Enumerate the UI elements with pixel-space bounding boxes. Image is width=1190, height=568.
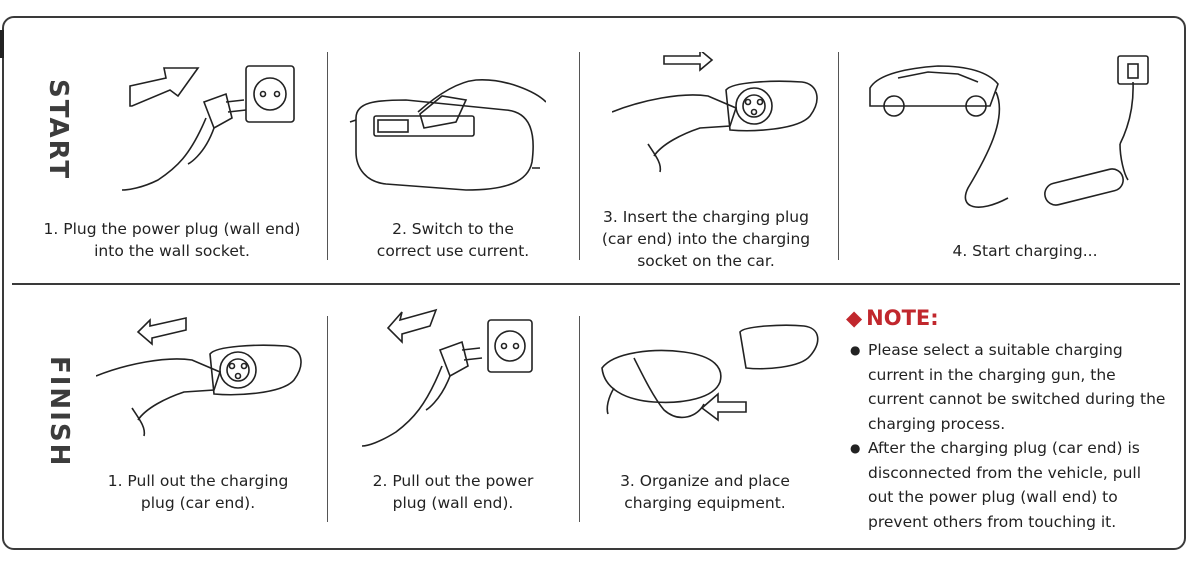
column-divider [327,316,328,522]
start-step-1-caption: 1. Plug the power plug (wall end) into t… [30,218,314,262]
caption-line: 2. Pull out the power [372,472,534,490]
note-list: ● Please select a suitable charging curre… [848,338,1168,534]
side-tab [0,30,4,58]
caption-line: correct use current. [376,242,530,260]
start-step-4-caption: 4. Start charging... [900,240,1150,262]
finish-step-2-caption: 2. Pull out the power plug (wall end). [340,470,566,514]
caption-line: socket on the car. [637,252,775,270]
note-title-text: NOTE: [866,306,939,330]
note-item-text: Please select a suitable charging curren… [868,341,1166,433]
caption-line: 1. Pull out the charging [107,472,289,490]
caption-line: 2. Switch to the [392,220,514,238]
finish-step-1-caption: 1. Pull out the charging plug (car end). [80,470,316,514]
column-divider [579,316,580,522]
bullet-icon: ● [850,343,861,357]
start-step-3-caption: 3. Insert the charging plug (car end) in… [588,206,824,272]
switch-current-illustration [346,72,546,200]
note-item-text: After the charging plug (car end) is dis… [868,439,1142,531]
bullet-icon: ● [850,441,861,455]
plug-into-socket-illustration [118,56,308,196]
start-step-2-caption: 2. Switch to the correct use current. [340,218,566,262]
start-charging-illustration [858,48,1170,216]
insert-car-plug-illustration [612,52,824,178]
caption-line: (car end) into the charging [601,230,811,248]
caption-line: 4. Start charging... [952,242,1098,260]
finish-label: FINISH [44,356,74,468]
note-title: ◆NOTE: [846,306,939,330]
start-label: START [43,79,73,181]
caption-line: into the wall socket. [94,242,250,260]
organize-equipment-illustration [594,318,824,428]
pull-car-plug-illustration [96,314,308,440]
column-divider [579,52,580,260]
caption-line: plug (wall end). [392,494,514,512]
column-divider [327,52,328,260]
instruction-frame [2,16,1186,550]
pull-wall-plug-illustration [360,306,540,456]
caption-line: charging equipment. [624,494,786,512]
diamond-icon: ◆ [846,306,863,330]
column-divider [838,52,839,260]
note-item: ● Please select a suitable charging curre… [848,338,1168,436]
note-item: ● After the charging plug (car end) is di… [848,436,1168,534]
caption-line: 3. Insert the charging plug [603,208,809,226]
caption-line: 1. Plug the power plug (wall end) [43,220,301,238]
row-divider [12,283,1180,285]
caption-line: plug (car end). [140,494,256,512]
caption-line: 3. Organize and place [620,472,790,490]
finish-step-3-caption: 3. Organize and place charging equipment… [592,470,818,514]
